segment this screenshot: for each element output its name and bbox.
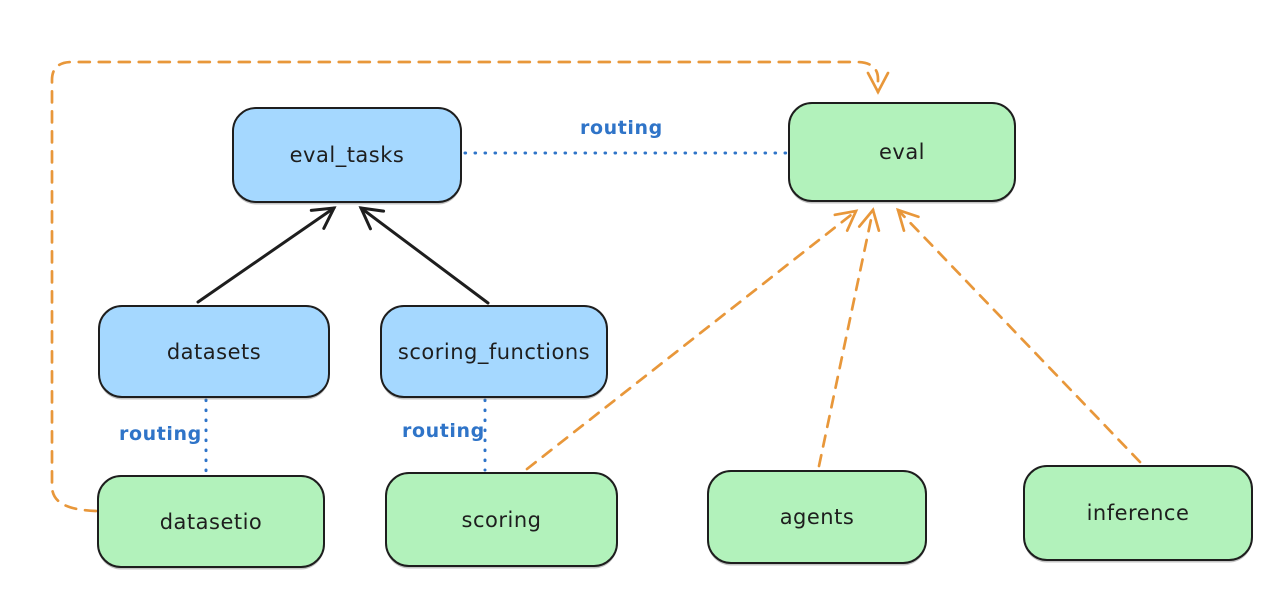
node-eval: eval (788, 102, 1016, 202)
node-eval-label: eval (878, 140, 926, 164)
node-agents-label: agents (779, 505, 855, 529)
node-agents: agents (707, 470, 927, 564)
node-datasetio-label: datasetio (159, 509, 263, 534)
edge-scoring-to-eval (525, 209, 859, 471)
node-eval-tasks-label: eval_tasks (289, 143, 405, 167)
node-inference: inference (1023, 465, 1253, 561)
node-scoring-functions-label: scoring_functions (397, 339, 591, 364)
edge-label-routing-datasets-datasetio: routing (119, 423, 202, 445)
node-eval-tasks: eval_tasks (232, 107, 462, 203)
edge-datasetio-to-eval (50, 60, 890, 513)
edge-label-routing-eval-tasks-eval: routing (580, 117, 663, 139)
node-scoring: scoring (385, 472, 618, 567)
edge-inference-to-eval (895, 207, 1142, 464)
node-datasetio: datasetio (97, 475, 325, 568)
node-scoring-functions: scoring_functions (380, 305, 608, 398)
node-inference-label: inference (1086, 501, 1190, 525)
edge-label-routing-scoring-functions-scoring: routing (402, 420, 485, 442)
node-datasets-label: datasets (166, 339, 262, 364)
edge-scoring-functions-to-eval-tasks (358, 206, 490, 305)
node-scoring-label: scoring (461, 507, 542, 532)
edge-datasets-to-eval-tasks (196, 206, 337, 304)
node-datasets: datasets (98, 305, 330, 398)
edge-agents-to-eval (817, 207, 881, 468)
